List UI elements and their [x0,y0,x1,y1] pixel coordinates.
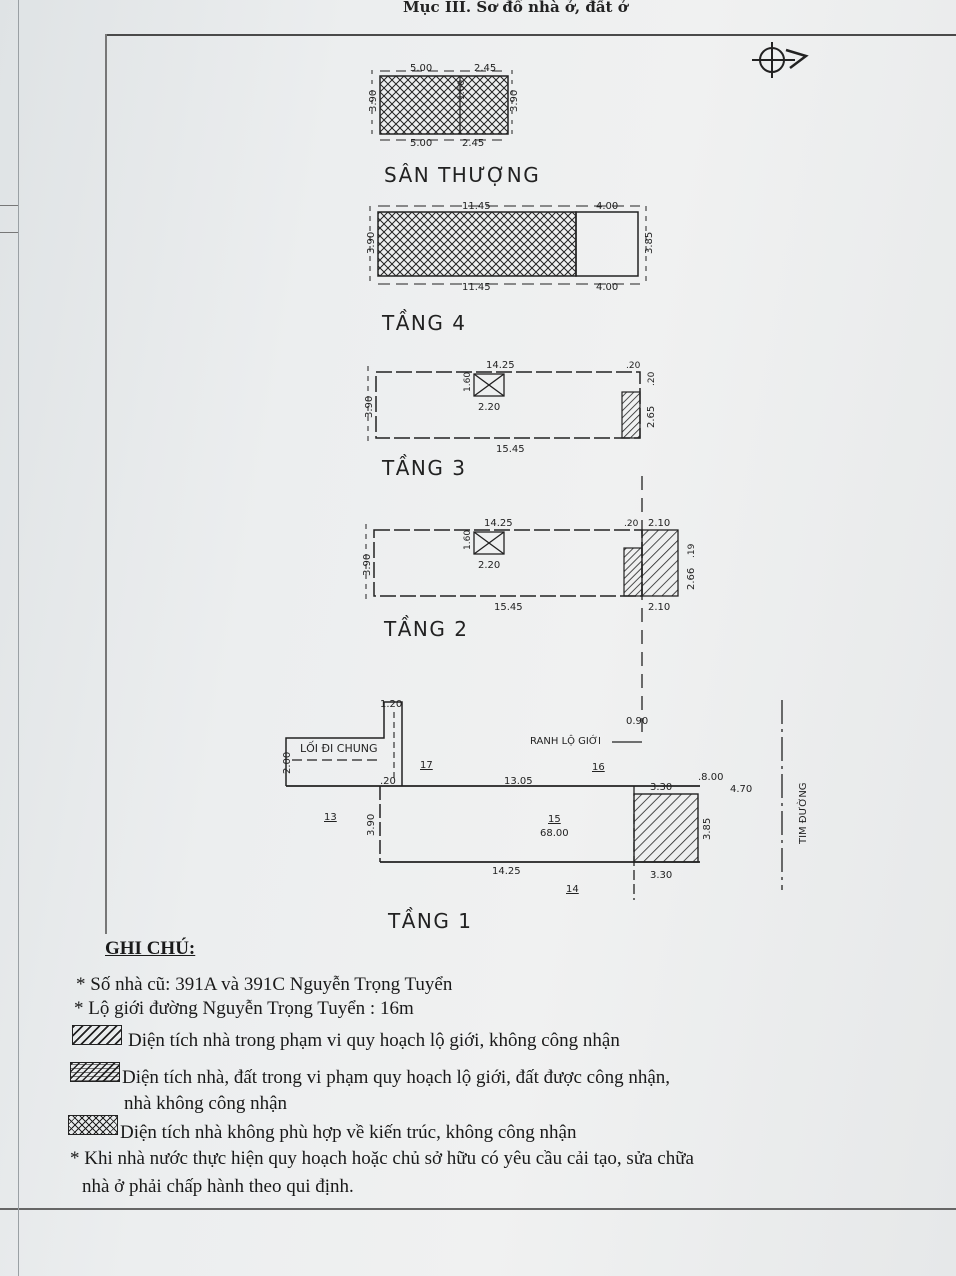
dim-label: 1.20 [380,699,402,710]
dim-label: 1.60 [457,80,467,100]
dim-label: 3.90 [368,90,379,112]
dim-label: 2.00 [282,752,293,774]
lot-number: 17 [420,760,433,771]
dim-label: 15.45 [494,602,523,613]
notes-title: GHI CHÚ: [105,938,196,959]
section-heading: Mục III. Sơ đồ nhà ở, đất ở [403,0,628,16]
dim-label: 14.25 [486,360,515,371]
dim-label: .20 [624,519,639,529]
bottom-border [0,1208,956,1210]
floor-san-thuong: 5.00 2.45 3.90 1.60 3.90 5.00 2.45 SÂN T… [368,63,540,187]
dim-label: .20 [380,776,396,787]
dim-label: 3.90 [366,814,377,836]
dim-label: 2.10 [648,518,670,529]
dim-label: .20 [626,361,641,371]
dim-label: 2.45 [474,63,496,74]
dim-label: 2.20 [478,560,500,571]
dim-label: 4.00 [596,282,618,293]
lot-number: 15 [548,814,561,825]
note-old-address: * Số nhà cũ: 391A và 391C Nguyễn Trọng T… [76,974,453,995]
dim-label: 11.45 [462,282,491,293]
legend-3-text: Diện tích nhà không phù hợp về kiến trúc… [120,1122,577,1143]
floor-title: TẦNG 1 [387,908,472,933]
lot-area: 68.00 [540,828,569,839]
note-renovation-cont: nhà ở phải chấp hành theo qui định. [82,1176,354,1197]
road-boundary-label: RANH LỘ GIỚI [530,734,601,747]
note-road-width: * Lộ giới đường Nguyễn Trọng Tuyển : 16m [74,998,414,1019]
dim-label: 2.65 [646,406,657,428]
dim-label: 3.90 [364,396,375,418]
floor-title: TẦNG 2 [383,616,468,641]
dim-label: 3.85 [702,818,713,840]
dim-label: 3.30 [650,870,672,881]
note-renovation: * Khi nhà nước thực hiện quy hoạch hoặc … [70,1148,694,1169]
dim-label: 3.90 [362,554,373,576]
dim-label: 14.25 [492,866,521,877]
dim-label: 0.90 [626,716,648,727]
dim-label: 3.30 [650,782,672,793]
floor-title: SÂN THƯỢNG [384,163,540,187]
legend-2-text-cont: nhà không công nhận [124,1093,288,1114]
dim-label: 5.00 [410,138,432,149]
dim-label: 14.25 [484,518,513,529]
dim-label: 4.70 [730,784,752,795]
dim-label: .19 [687,543,697,558]
dim-label: 2.45 [462,138,484,149]
floor-tang-4: 11.45 4.00 3.90 3.85 11.45 4.00 TẦNG 4 [366,201,655,335]
left-page-edge [18,0,19,1276]
dim-label: 2.10 [648,602,670,613]
dim-label: 11.45 [462,201,491,212]
floor-tang-3: 14.25 .20 3.90 1.60 2.20 2.65 .20 15.45 … [364,360,657,480]
dim-label: .20 [647,371,657,386]
lot-number: 13 [324,812,337,823]
dim-label: 2.66 [686,568,697,590]
legend-swatch-diagonal [72,1025,122,1045]
dim-label: 3.90 [509,90,520,112]
legend-swatch-dense [70,1062,120,1082]
dim-label: 13.05 [504,776,533,787]
dim-label: 1.60 [463,372,473,392]
top-border [105,34,956,36]
lot-number: 14 [566,884,579,895]
floor-title: TẦNG 4 [381,310,466,335]
dim-label: .8.00 [698,772,723,783]
floor-tang-1: 1.20 2.00 .20 13.05 3.30 0.90 .8.00 4.70… [282,699,809,933]
floor-tang-2: 14.25 .20 2.10 3.90 1.60 2.20 2.66 .19 2… [362,518,697,641]
dim-label: 15.45 [496,444,525,455]
dim-label: 3.85 [644,232,655,254]
lot-number: 16 [592,762,605,773]
dim-label: 1.60 [463,530,473,550]
north-arrow-icon [752,42,809,78]
road-center-label: TIM ĐƯỜNG [796,782,809,845]
left-page-mark [0,205,18,206]
dim-label: 3.90 [366,232,377,254]
floor-title: TẦNG 3 [381,455,466,480]
legend-2-text: Diện tích nhà, đất trong vi phạm quy hoạ… [122,1067,671,1088]
left-border [105,34,107,934]
dim-label: 2.20 [478,402,500,413]
legend-swatch-crosshatch [68,1115,118,1135]
shared-path-label: LỐI ĐI CHUNG [300,741,378,755]
left-page-mark-2 [0,232,18,233]
dim-label: 4.00 [596,201,618,212]
legend-1-text: Diện tích nhà trong phạm vi quy hoạch lộ… [128,1030,620,1051]
dim-label: 5.00 [410,63,432,74]
